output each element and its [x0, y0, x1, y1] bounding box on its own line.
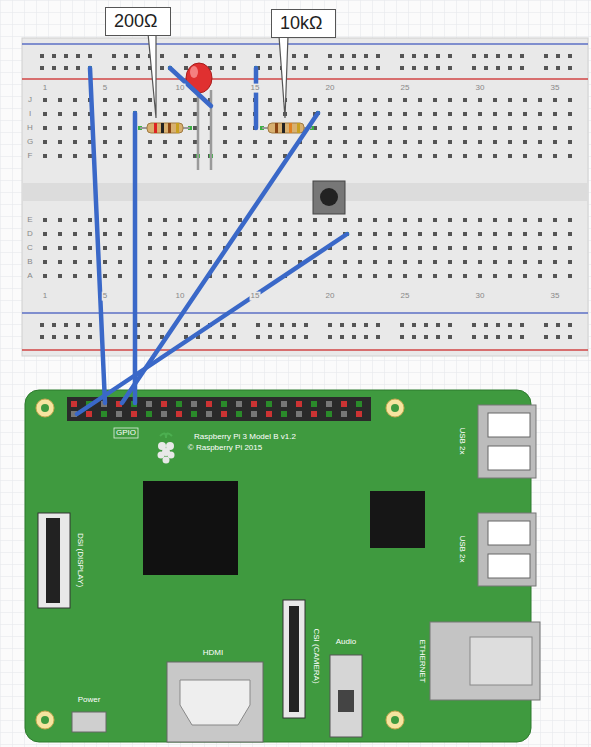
- row-letter: I: [28, 110, 32, 119]
- board-name: Raspberry Pi 3 Model B v1.2: [194, 433, 296, 442]
- port-label: HDMI: [203, 649, 223, 658]
- row-number: 1: [42, 292, 48, 301]
- led-leg: [210, 90, 213, 170]
- row-number: 35: [550, 292, 561, 301]
- resistor-symbol: [268, 123, 304, 133]
- raspberry-logo: [158, 433, 175, 463]
- row-number: 5: [102, 292, 108, 301]
- center-channel: [22, 183, 588, 201]
- port-label: CSI (CAMERA): [312, 628, 321, 683]
- jumper-wires: [77, 68, 347, 414]
- rail-line: [22, 349, 588, 351]
- breadboard-holes: [40, 54, 572, 339]
- rail-line: [22, 43, 588, 45]
- callout-pointer: [279, 36, 288, 118]
- soc-chip: [143, 481, 238, 575]
- usb-port: [478, 513, 536, 586]
- row-letter: C: [26, 244, 34, 253]
- row-letter: G: [26, 138, 34, 147]
- row-letter: H: [26, 124, 34, 133]
- row-letter: J: [27, 96, 33, 105]
- row-number: 30: [475, 292, 486, 301]
- led-shine: [190, 66, 198, 78]
- row-number: 15: [250, 292, 261, 301]
- row-letter: B: [26, 258, 33, 267]
- power-port: [72, 712, 106, 732]
- row-letter: E: [26, 216, 33, 225]
- copyright: © Raspberry Pi 2015: [188, 444, 262, 453]
- row-number: 15: [250, 84, 261, 93]
- rail-line: [22, 312, 588, 314]
- csi-connector: [283, 600, 305, 718]
- ethernet-port: [430, 622, 540, 700]
- row-number: 30: [475, 84, 486, 93]
- callout-box: 200Ω: [105, 7, 171, 36]
- usb-port: [478, 405, 536, 478]
- lan-chip: [370, 491, 425, 548]
- component-value: 200Ω: [106, 8, 170, 35]
- gpio-label: GPIO: [116, 429, 136, 438]
- push-button: [313, 181, 345, 214]
- callout-box: 10kΩ: [271, 9, 336, 38]
- gpio-box: [114, 428, 138, 438]
- gpio-pins: [71, 401, 362, 417]
- row-number: 1: [42, 84, 48, 93]
- row-number: 5: [102, 84, 108, 93]
- port-label: Power: [78, 696, 101, 705]
- row-number: 20: [325, 84, 336, 93]
- row-letter: F: [27, 152, 34, 161]
- hdmi-port: [167, 662, 263, 742]
- row-number: 20: [325, 292, 336, 301]
- row-number: 35: [550, 84, 561, 93]
- row-number: 10: [175, 84, 186, 93]
- breadboard: [22, 38, 588, 356]
- row-letter: A: [26, 272, 33, 281]
- port-label: ETHERNET: [418, 639, 427, 682]
- resistor-symbol: [147, 123, 183, 133]
- row-number: 25: [400, 292, 411, 301]
- dsi-connector: [38, 513, 70, 608]
- row-letter: D: [26, 230, 34, 239]
- port-label: Audio: [336, 638, 356, 647]
- led-leg: [197, 90, 200, 170]
- callout-pointer: [148, 33, 156, 118]
- gpio-header: [67, 397, 371, 421]
- row-number: 10: [175, 292, 186, 301]
- button-cap: [320, 188, 338, 206]
- port-label: DSI (DISPLAY): [76, 533, 85, 587]
- component-value: 10kΩ: [272, 10, 335, 37]
- rail-line: [22, 78, 588, 80]
- port-label: USB 2x: [458, 535, 467, 562]
- port-label: USB 2x: [458, 427, 467, 454]
- row-number: 25: [400, 84, 411, 93]
- audio-jack: [330, 655, 362, 737]
